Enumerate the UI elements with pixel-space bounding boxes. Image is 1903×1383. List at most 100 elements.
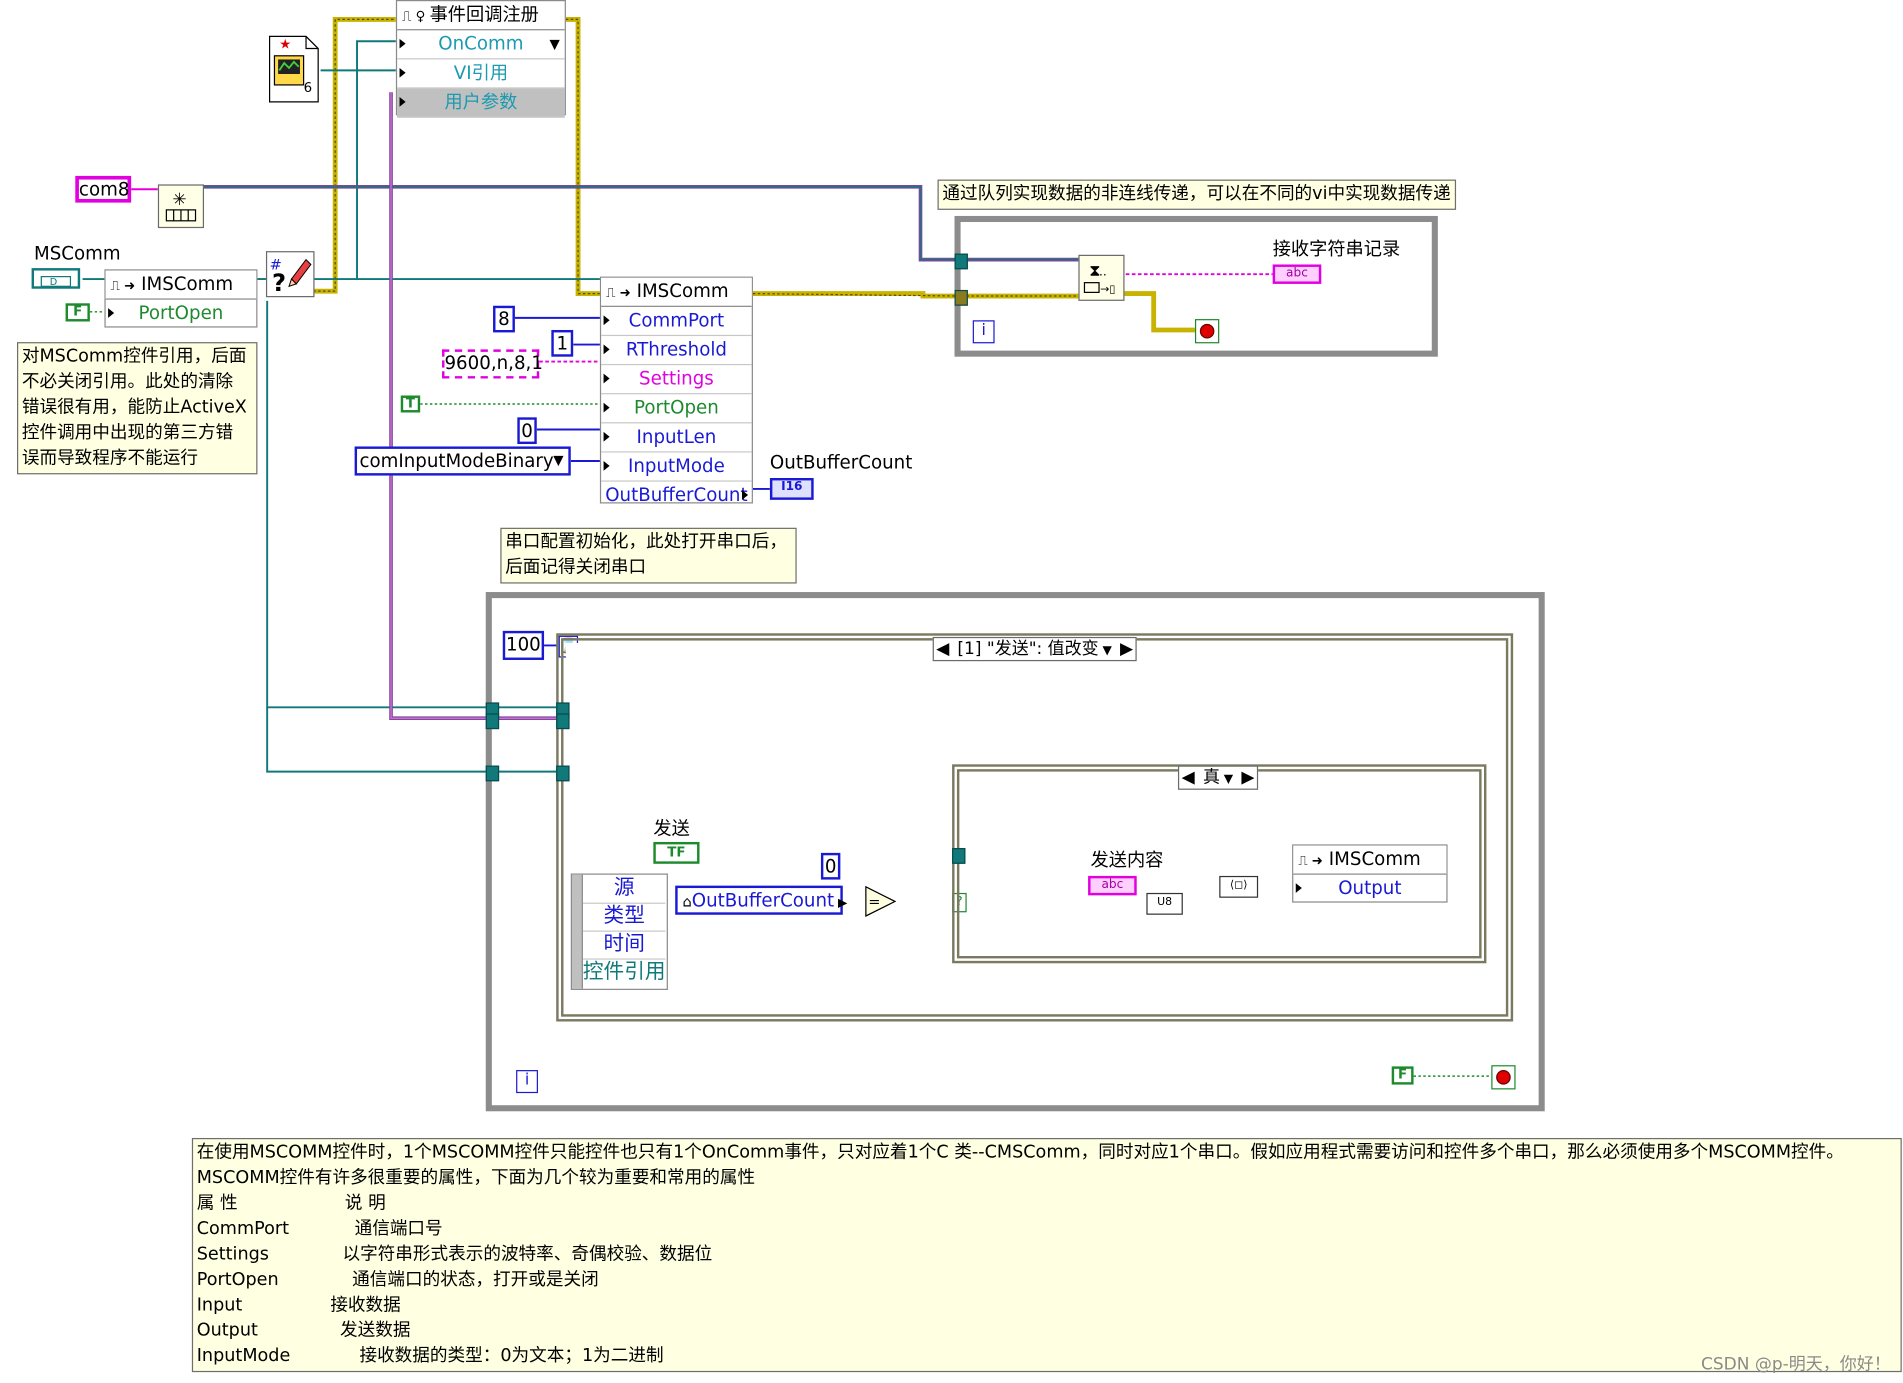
event-callback-register-node[interactable]: ⎍ ♀ 事件回调注册 OnComm▼ VI引用 用户参数 <box>395 0 566 118</box>
prop-row-output[interactable]: Output <box>1293 875 1446 903</box>
svg-text:✳: ✳ <box>172 190 186 210</box>
string-to-byte-array-function[interactable]: U8 <box>1146 892 1183 915</box>
bottom-note: 在使用MSCOMM控件时，1个MSCOMM控件只能控件也只有1个OnComm事件… <box>191 1137 1902 1373</box>
rthreshold-constant[interactable]: 1 <box>551 329 574 357</box>
next-case-icon: ▶ <box>1241 767 1255 788</box>
queue-tunnel <box>954 253 968 270</box>
event-loop-stop[interactable] <box>1491 1065 1516 1090</box>
event-loop-iteration: i <box>516 1070 538 1094</box>
event-data-time[interactable]: 时间 <box>582 931 666 960</box>
register-row-user-param[interactable]: 用户参数 <box>397 88 565 118</box>
event-data-source[interactable]: 源 <box>582 875 666 904</box>
to-variant-function[interactable]: ⟨◻⟩ <box>1219 875 1259 898</box>
outbuffercount-property-read[interactable]: ⌂OutBufferCount ▶ <box>675 885 847 915</box>
property-node-icon: ⎍ ➜ <box>110 277 136 294</box>
next-case-icon: ▶ <box>1119 639 1134 659</box>
true-case-selector[interactable]: ◀真 ▼▶ <box>1177 765 1259 790</box>
svg-text:=: = <box>868 893 880 910</box>
output-arrow-icon: ▶ <box>834 896 848 910</box>
compare-zero-constant[interactable]: 0 <box>820 852 841 880</box>
outbuffercount-indicator[interactable]: I16 <box>769 478 814 500</box>
dropdown-arrow-icon: ▼ <box>553 452 564 469</box>
loop-tunnel-ref-3 <box>485 765 500 782</box>
send-button-label: 发送 <box>653 817 690 840</box>
prop-row-portopen[interactable]: PortOpen <box>106 300 257 328</box>
prop-row-rthreshold[interactable]: RThreshold <box>601 336 752 366</box>
prop-row-portopen[interactable]: PortOpen <box>601 394 752 424</box>
mscomm-label: MSComm <box>34 242 121 265</box>
prop-row-inputlen[interactable]: InputLen <box>601 423 752 453</box>
register-row-oncomm[interactable]: OnComm▼ <box>397 30 565 60</box>
svg-text:#: # <box>270 256 282 273</box>
case-tunnel-ref <box>952 848 966 864</box>
bottom-note-row: 属 性说 明 <box>196 1193 386 1214</box>
com8-constant[interactable]: com8 <box>75 175 132 203</box>
receive-loop-stop[interactable] <box>1194 319 1220 344</box>
event-data-type[interactable]: 类型 <box>582 903 666 932</box>
send-button-terminal[interactable]: TF <box>653 841 700 864</box>
receive-while-loop[interactable] <box>954 215 1438 357</box>
imscomm-property-node-open[interactable]: ⎍ ➜ IMSComm PortOpen <box>104 269 258 328</box>
outbuffercount-indicator-label: OutBufferCount <box>769 451 913 474</box>
prop-row-settings[interactable]: Settings <box>601 365 752 395</box>
event-structure-inner <box>565 642 1504 1012</box>
loop-tunnel-ref-2 <box>485 713 500 730</box>
commport-constant[interactable]: 8 <box>493 305 515 333</box>
svg-text:⧗: ⧗ <box>1089 260 1100 279</box>
home-icon: ⌂ <box>682 892 692 910</box>
prev-case-icon: ◀ <box>1181 767 1195 788</box>
equal-function[interactable]: = <box>865 885 897 918</box>
error-tunnel <box>954 289 968 306</box>
vi-ref-number: 6 <box>303 80 313 96</box>
event-data-node[interactable]: 源 类型 时间 控件引用 <box>570 873 668 990</box>
send-content-control[interactable]: abc <box>1088 875 1137 896</box>
receive-string-indicator[interactable]: abc <box>1272 264 1322 284</box>
svg-text:..: .. <box>1099 264 1107 278</box>
event-while-loop[interactable] <box>485 592 1545 1112</box>
inputmode-constant[interactable]: comInputModeBinary▼ <box>354 446 571 476</box>
event-tunnel-2 <box>556 713 570 730</box>
vi-icon[interactable]: ★ 6 <box>267 34 320 104</box>
svg-text:?: ? <box>272 268 286 296</box>
prop-row-inputmode[interactable]: InputMode <box>601 453 752 482</box>
svg-text:→▯: →▯ <box>1100 282 1115 295</box>
node-icon: ⎍ ♀ <box>401 8 430 25</box>
receive-string-label: 接收字符串记录 <box>1272 237 1401 260</box>
register-node-title: 事件回调注册 <box>429 3 539 26</box>
settings-constant[interactable]: 9600,n,8,1 <box>442 349 543 379</box>
init-note: 串口配置初始化，此处打开串口后， 后面记得关闭串口 <box>500 527 797 584</box>
property-node-icon: ⎍ ➜ <box>1298 852 1323 869</box>
portopen-true-constant[interactable]: T <box>400 395 421 413</box>
queue-wire <box>204 92 1081 721</box>
event-data-ctrlref[interactable]: 控件引用 <box>582 959 666 984</box>
bottom-note-line: 在使用MSCOMM控件时，1个MSCOMM控件只能控件也只有1个OnComm事件… <box>196 1142 1844 1163</box>
register-row-vi-ref[interactable]: VI引用 <box>397 59 565 89</box>
prop-row-commport[interactable]: CommPort <box>601 307 752 337</box>
case-dropdown-icon: ▼ <box>1098 644 1112 658</box>
svg-text:★: ★ <box>279 38 291 53</box>
dequeue-element-function[interactable]: ⧗.. →▯ <box>1078 254 1125 301</box>
receive-loop-iteration: i <box>972 320 995 344</box>
prev-case-icon: ◀ <box>936 639 950 659</box>
close-ref-note: 对MSComm控件引用，后面 不必关闭引用。此处的清除 错误很有用，能防止Act… <box>17 342 258 475</box>
timeout-constant[interactable]: 100 <box>502 630 545 660</box>
prop-row-outbuffercount[interactable]: OutBufferCount <box>605 484 749 506</box>
imscomm-property-node-config[interactable]: ⎍ ➜ IMSComm CommPort RThreshold Settings… <box>599 276 753 506</box>
inputlen-constant[interactable]: 0 <box>517 417 537 445</box>
mscomm-control[interactable]: D <box>31 268 81 289</box>
event-case-selector[interactable]: ◀[1] "发送": 值改变 ▼▶ <box>932 636 1137 662</box>
stop-false-constant[interactable]: F <box>1391 1066 1414 1085</box>
clear-errors-function[interactable]: #? <box>265 251 315 298</box>
imscomm-property-node-output[interactable]: ⎍ ➜ IMSComm Output <box>1292 844 1448 903</box>
portopen-false-constant[interactable]: F <box>65 303 90 322</box>
watermark: CSDN @p-明天，你好！ <box>1700 1355 1891 1375</box>
bottom-note-line: MSCOMM控件有许多很重要的属性，下面为几个较为重要和常用的属性 <box>196 1168 756 1188</box>
obtain-queue-function[interactable]: ✳ <box>157 184 205 229</box>
